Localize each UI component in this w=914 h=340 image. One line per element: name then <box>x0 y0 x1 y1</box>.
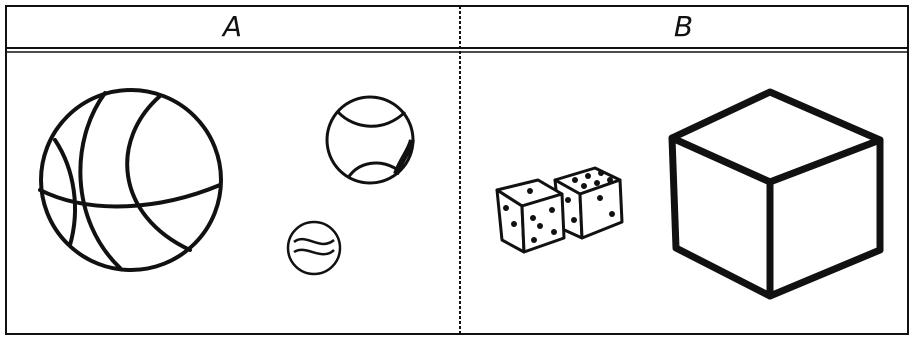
dice-icon <box>497 168 622 252</box>
cube-icon <box>672 92 880 296</box>
